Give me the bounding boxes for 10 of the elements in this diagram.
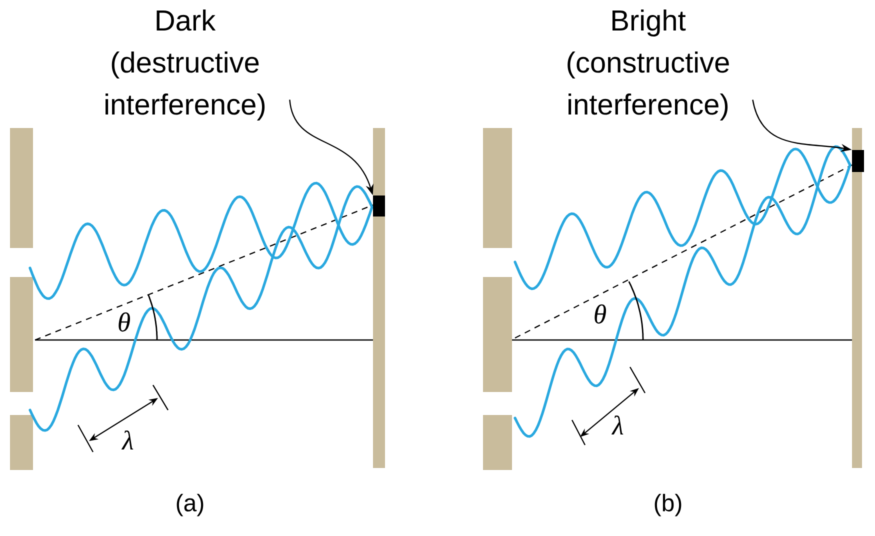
caption-text: Bright (constructive interference) — [568, 10, 729, 121]
symbol-label: θ — [594, 304, 606, 324]
symbol-label: θ — [118, 312, 130, 332]
symbol-label: λ — [612, 416, 624, 434]
panel-label: (b) — [654, 494, 682, 516]
symbol-label: λ — [122, 430, 134, 450]
caption-text: Dark (destructive interference) — [106, 10, 265, 121]
panel-label: (a) — [176, 494, 204, 516]
detector — [373, 196, 385, 216]
detector — [852, 150, 864, 172]
